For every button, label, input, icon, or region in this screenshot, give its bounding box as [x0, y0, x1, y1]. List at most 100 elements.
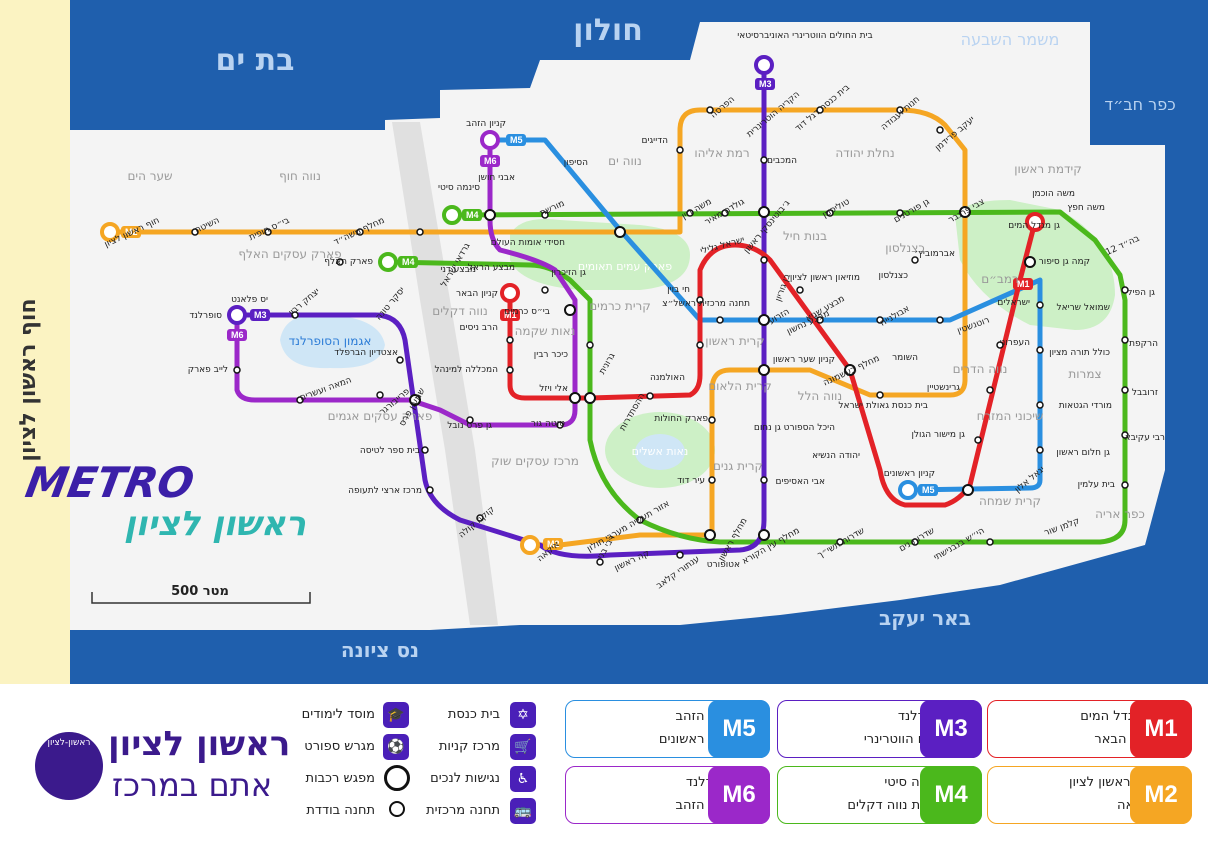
svg-text:בית ספר לטיסה: בית ספר לטיסה [360, 446, 420, 456]
terminal-m5-east[interactable] [898, 480, 918, 500]
legend-school: מוסד לימודים [301, 707, 375, 722]
svg-text:סופרלנד: סופרלנד [189, 311, 222, 321]
svg-text:חסידי אומות העולם: חסידי אומות העולם [491, 238, 566, 248]
neighborhood: שיכוני המזרח [977, 409, 1044, 423]
svg-text:פארק האלף: פארק האלף [324, 257, 373, 267]
terminal-m3-north[interactable] [754, 55, 774, 75]
svg-text:M5: M5 [510, 135, 523, 145]
graduation-icon: 🎓 [383, 702, 409, 728]
line-m2 [107, 107, 968, 548]
interchange[interactable] [758, 206, 770, 218]
svg-text:גן הפיל: גן הפיל [1127, 288, 1155, 298]
region-nes-ziona: נס ציונה [341, 638, 419, 662]
line-m4 [385, 209, 1128, 545]
interchange[interactable] [959, 206, 971, 218]
svg-text:סינמה סיטי: סינמה סיטי [438, 183, 480, 193]
legend-station: תחנה בודדת [306, 803, 375, 818]
synagogue-icon: ✡ [510, 702, 536, 728]
city-seal: ראשון-לציון [35, 732, 103, 800]
svg-text:M3: M3 [254, 310, 267, 320]
interchange[interactable] [564, 304, 576, 316]
svg-text:אטופורט: אטופורט [707, 560, 740, 570]
neighborhood: בנות חיל [783, 229, 827, 243]
interchange[interactable] [962, 484, 974, 496]
svg-text:קניון הבאר: קניון הבאר [456, 289, 498, 299]
terminal-m6-north[interactable] [480, 130, 500, 150]
svg-text:בית עלמין: בית עלמין [1078, 480, 1115, 490]
terminal-m1-west[interactable] [500, 283, 520, 303]
svg-text:M4: M4 [466, 210, 479, 220]
neighborhood: נווה הלל [798, 389, 842, 403]
badge-m1: M1 [1130, 700, 1192, 758]
svg-text:עיר דוד: עיר דוד [677, 476, 705, 486]
svg-text:היכל הספורט גן נחום: היכל הספורט גן נחום [754, 423, 835, 433]
neighborhood: שער הים [127, 169, 172, 183]
svg-text:M1: M1 [504, 310, 517, 320]
legend-synagogue: בית כנסת [447, 707, 500, 722]
svg-text:העפרוני: העפרוני [1000, 338, 1030, 348]
interchange[interactable] [1024, 256, 1036, 268]
svg-text:מוזיאון ראשון לציון: מוזיאון ראשון לציון [790, 273, 860, 283]
terminal-m2-west[interactable] [100, 222, 120, 242]
neighborhood: נווה חוף [279, 169, 321, 183]
lake-sofarland [280, 314, 385, 369]
city-land [70, 22, 1165, 630]
interchange[interactable] [569, 392, 581, 404]
svg-text:אבי האסיפים: אבי האסיפים [776, 477, 825, 487]
line-m3 [234, 62, 767, 559]
terminal-m4-west[interactable] [442, 205, 462, 225]
svg-text:אצטדיון הברפלד: אצטדיון הברפלד [334, 348, 398, 358]
interchange[interactable] [704, 529, 716, 541]
interchange-icon [384, 765, 410, 791]
badge-m6: M6 [708, 766, 770, 824]
svg-text:כצנלסון: כצנלסון [878, 271, 908, 281]
neighborhood: כצנלסון [885, 241, 924, 255]
interchange[interactable] [484, 209, 496, 221]
neighborhood: פארק עסקים אגמים [328, 409, 433, 423]
interchange[interactable] [584, 392, 596, 404]
svg-text:תחנה מרכזית ראשל״צ: תחנה מרכזית ראשל״צ [662, 299, 750, 309]
legend-interchange: מפגש רכבות [305, 771, 375, 786]
interchange[interactable] [758, 529, 770, 541]
svg-text:מבצע הראל: מבצע הראל [468, 263, 515, 273]
badge-m2: M2 [1130, 766, 1192, 824]
park-label-sofarland: אגמון הסופרלנד [289, 334, 372, 348]
city-logo-line2: אתם במרכז [112, 766, 273, 804]
metro-map: בת ים חולון משמר השבעה כפר חב״ד נס ציונה… [0, 0, 1208, 684]
terminal-m3-west[interactable] [227, 305, 247, 325]
svg-text:M5: M5 [922, 485, 935, 495]
region-kfar-chabad: כפר חב״ד [1104, 95, 1175, 114]
metro-logo-bottom: ראשון לציון [124, 504, 306, 544]
svg-text:M1: M1 [1017, 279, 1030, 289]
legend-access: נגישות לנכים [430, 771, 500, 786]
terminal-m4-south[interactable] [378, 252, 398, 272]
scale-bar: 500 מטר [91, 584, 311, 604]
svg-text:לייב פארק: לייב פארק [188, 365, 228, 375]
svg-text:יהודה הנשיא: יהודה הנשיא [812, 451, 860, 461]
lake-nat [635, 434, 685, 470]
interchange[interactable] [758, 364, 770, 376]
terminal-m2-east[interactable] [520, 535, 540, 555]
wheelchair-icon: ♿ [510, 766, 536, 792]
svg-text:אברמוביץ׳: אברמוביץ׳ [914, 249, 955, 259]
svg-text:פארק החולות: פארק החולות [654, 414, 708, 424]
line-m1 [507, 219, 1038, 508]
region-beer-yaakov: באר יעקב [879, 606, 971, 630]
legend-panel: גן מגדל המים קניון הבאר M1 חוף ראשון לצי… [0, 684, 1208, 841]
svg-text:קניון שער ראשון: קניון שער ראשון [773, 355, 835, 365]
neighborhood: פארק עסקים האלף [238, 247, 341, 261]
svg-text:קניון ראשונים: קניון ראשונים [884, 469, 935, 479]
legend-bus: תחנה מרכזית [426, 803, 500, 818]
svg-text:חי בוין: חי בוין [667, 285, 690, 295]
interchange[interactable] [614, 226, 626, 238]
interchange[interactable] [844, 364, 856, 376]
neighborhood: קרית כרמים [589, 299, 651, 313]
highway [392, 122, 498, 625]
interchange[interactable] [409, 394, 421, 406]
terminal-m1-east[interactable] [1025, 212, 1045, 232]
svg-text:יס פלאנט: יס פלאנט [231, 295, 268, 305]
region-bat-yam: בת ים [216, 43, 295, 78]
neighborhood: מרכז עסקים שוק [491, 454, 579, 468]
interchange[interactable] [758, 314, 770, 326]
svg-text:M2: M2 [547, 539, 560, 549]
